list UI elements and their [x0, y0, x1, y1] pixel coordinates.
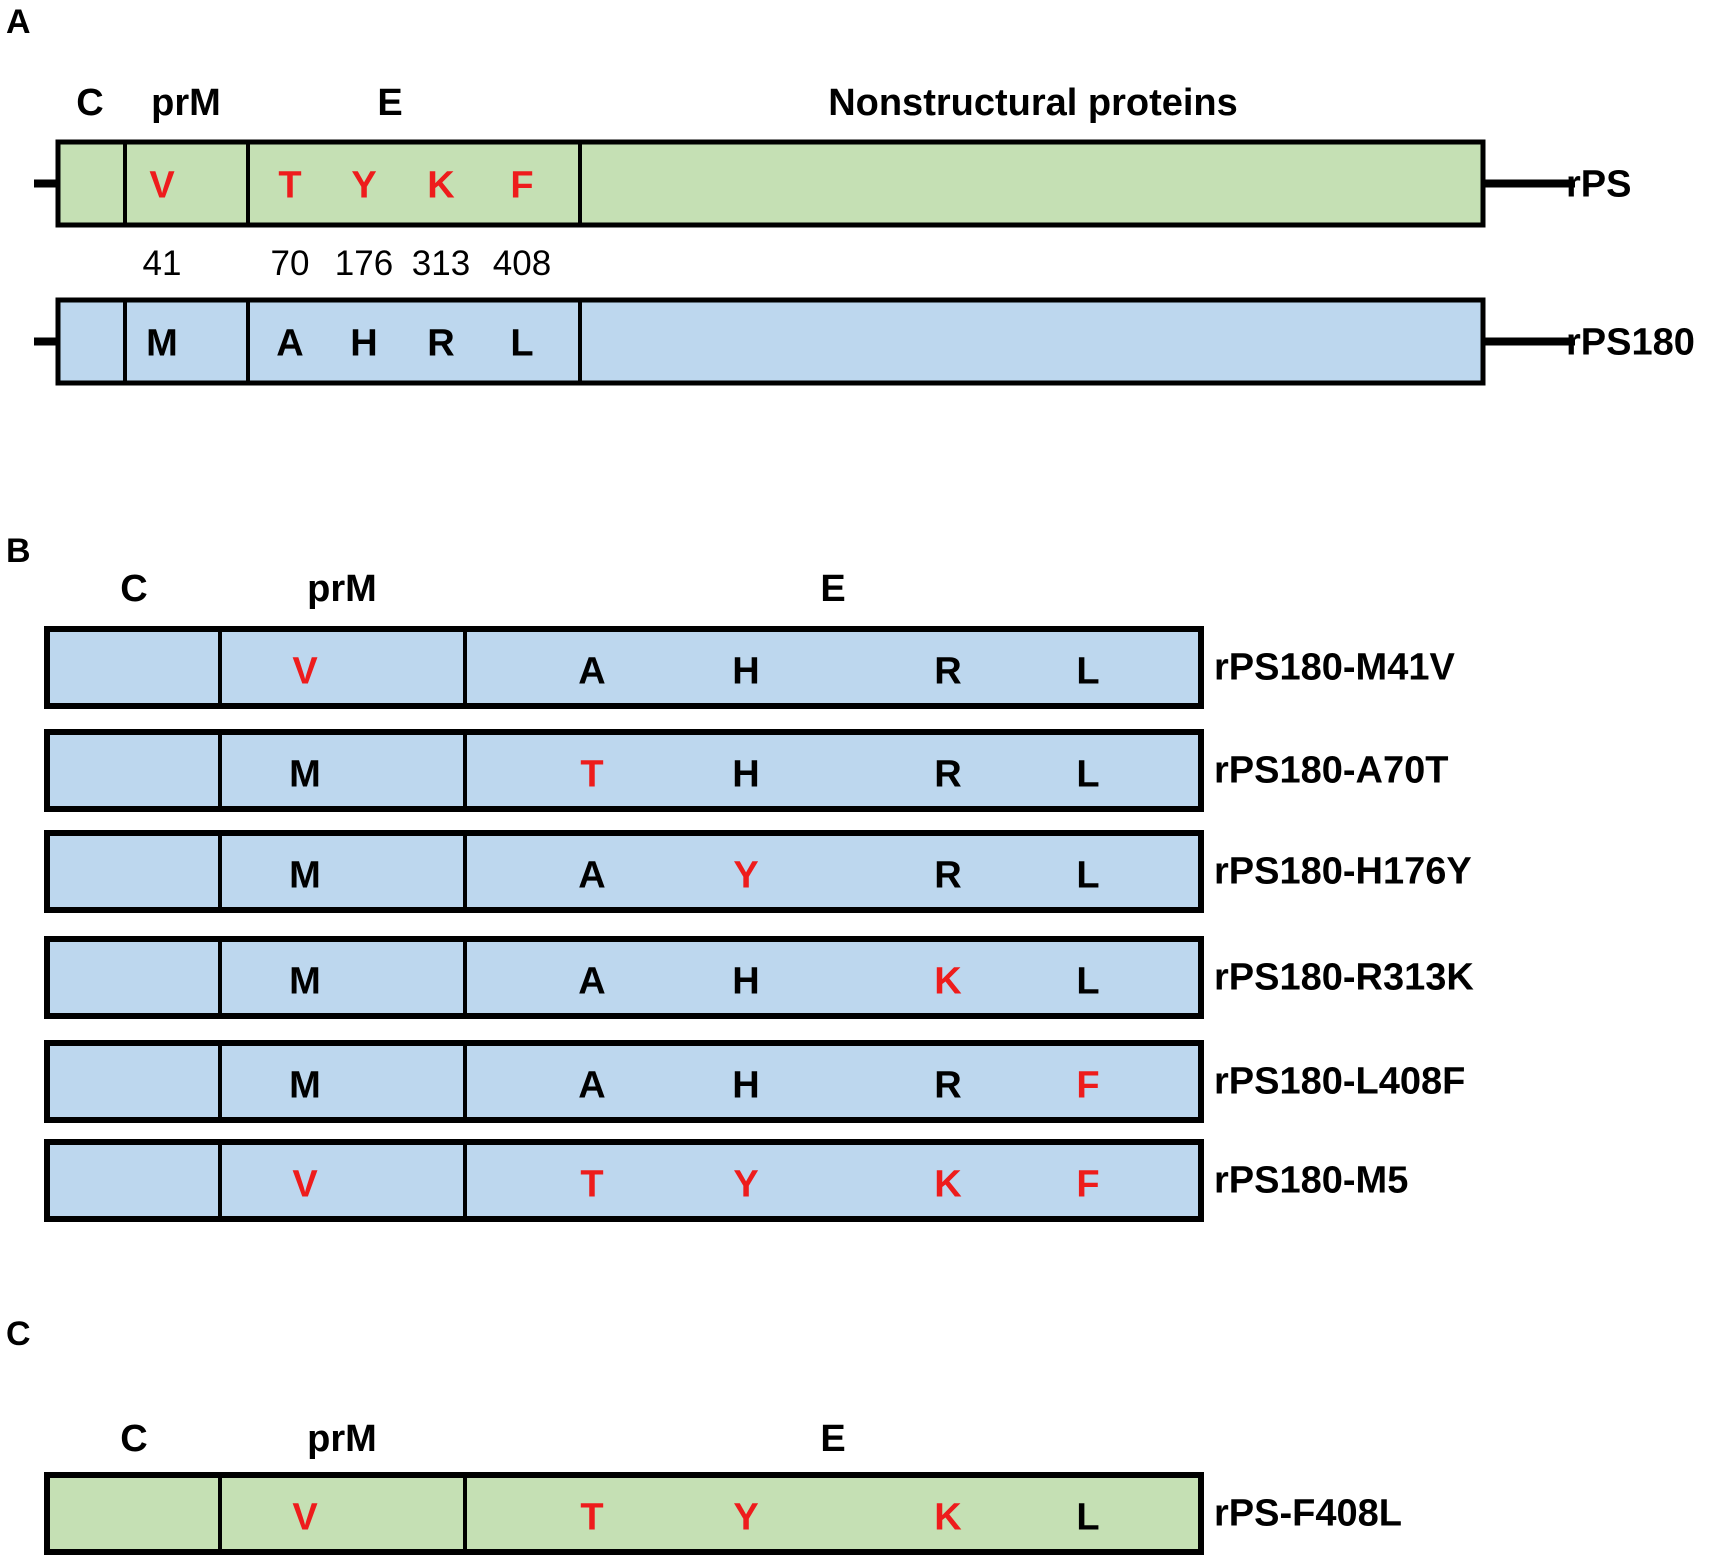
- panel-a-header-e: E: [377, 82, 402, 124]
- residue-label: Y: [733, 1164, 758, 1206]
- panel-b-label: B: [6, 532, 31, 570]
- construct-bar: [44, 1472, 1204, 1555]
- residue-position: 176: [335, 244, 393, 283]
- construct-name: rPS180-A70T: [1214, 750, 1448, 792]
- panel-b-header-c: C: [120, 568, 147, 610]
- construct-bar: [44, 729, 1204, 812]
- residue-label: F: [1076, 1164, 1099, 1206]
- residue-label: M: [289, 1065, 321, 1107]
- residue-label: L: [510, 323, 533, 365]
- residue-position: 408: [493, 244, 551, 283]
- construct-bar: [44, 626, 1204, 709]
- residue-label: K: [934, 1164, 962, 1206]
- residue-label: L: [1076, 754, 1099, 796]
- residue-label: H: [732, 754, 759, 796]
- panel-b-header-prm: prM: [307, 568, 377, 610]
- residue-label: T: [580, 754, 603, 796]
- residue-label: L: [1076, 1497, 1099, 1539]
- residue-label: H: [350, 323, 377, 365]
- residue-label: V: [149, 165, 175, 207]
- residue-label: H: [732, 961, 759, 1003]
- residue-label: M: [289, 754, 321, 796]
- construct-name: rPS180-M5: [1214, 1160, 1408, 1202]
- residue-position: 70: [271, 244, 310, 283]
- residue-label: V: [292, 651, 318, 693]
- residue-position: 41: [143, 244, 182, 283]
- genome-name: rPS180: [1566, 322, 1695, 364]
- residue-label: A: [276, 323, 303, 365]
- genome-name: rPS: [1566, 164, 1631, 206]
- residue-label: R: [934, 651, 961, 693]
- residue-label: K: [427, 165, 455, 207]
- construct-bar: [44, 830, 1204, 913]
- construct-bar: [44, 1139, 1204, 1222]
- residue-label: M: [146, 323, 178, 365]
- panel-a-label: A: [6, 3, 31, 41]
- construct-name: rPS180-H176Y: [1214, 851, 1472, 893]
- panel-c-header-c: C: [120, 1418, 147, 1460]
- residue-label: H: [732, 1065, 759, 1107]
- residue-label: R: [934, 754, 961, 796]
- panel-c-label: C: [6, 1315, 31, 1353]
- panel-c-header-e: E: [820, 1418, 845, 1460]
- construct-bar: [44, 936, 1204, 1019]
- residue-label: A: [578, 855, 605, 897]
- panel-a-header-nonstructural: Nonstructural proteins: [828, 82, 1238, 124]
- construct-name: rPS180-R313K: [1214, 957, 1474, 999]
- residue-label: R: [934, 855, 961, 897]
- panel-a-header-prm: prM: [151, 82, 221, 124]
- residue-label: F: [1076, 1065, 1099, 1107]
- residue-label: K: [934, 961, 962, 1003]
- residue-label: Y: [733, 855, 758, 897]
- residue-position: 313: [412, 244, 470, 283]
- residue-label: L: [1076, 961, 1099, 1003]
- residue-label: H: [732, 651, 759, 693]
- residue-label: T: [580, 1497, 603, 1539]
- genome-bar: [55, 297, 1486, 386]
- residue-label: M: [289, 855, 321, 897]
- residue-label: R: [427, 323, 454, 365]
- panel-b-header-e: E: [820, 568, 845, 610]
- residue-label: L: [1076, 651, 1099, 693]
- construct-name: rPS180-M41V: [1214, 647, 1455, 689]
- residue-label: A: [578, 961, 605, 1003]
- construct-name: rPS180-L408F: [1214, 1061, 1465, 1103]
- residue-label: F: [510, 165, 533, 207]
- residue-label: Y: [351, 165, 376, 207]
- residue-label: M: [289, 961, 321, 1003]
- residue-label: V: [292, 1164, 318, 1206]
- residue-label: Y: [733, 1497, 758, 1539]
- construct-bar: [44, 1040, 1204, 1123]
- construct-name: rPS-F408L: [1214, 1493, 1402, 1535]
- residue-label: L: [1076, 855, 1099, 897]
- panel-a-header-c: C: [76, 82, 103, 124]
- residue-label: V: [292, 1497, 318, 1539]
- residue-label: T: [278, 165, 301, 207]
- residue-label: R: [934, 1065, 961, 1107]
- residue-label: A: [578, 651, 605, 693]
- residue-label: A: [578, 1065, 605, 1107]
- residue-label: T: [580, 1164, 603, 1206]
- panel-a-positions: 41 70 176 313 408: [143, 244, 552, 283]
- residue-label: K: [934, 1497, 962, 1539]
- genome-bar: [55, 139, 1486, 228]
- panel-c-header-prm: prM: [307, 1418, 377, 1460]
